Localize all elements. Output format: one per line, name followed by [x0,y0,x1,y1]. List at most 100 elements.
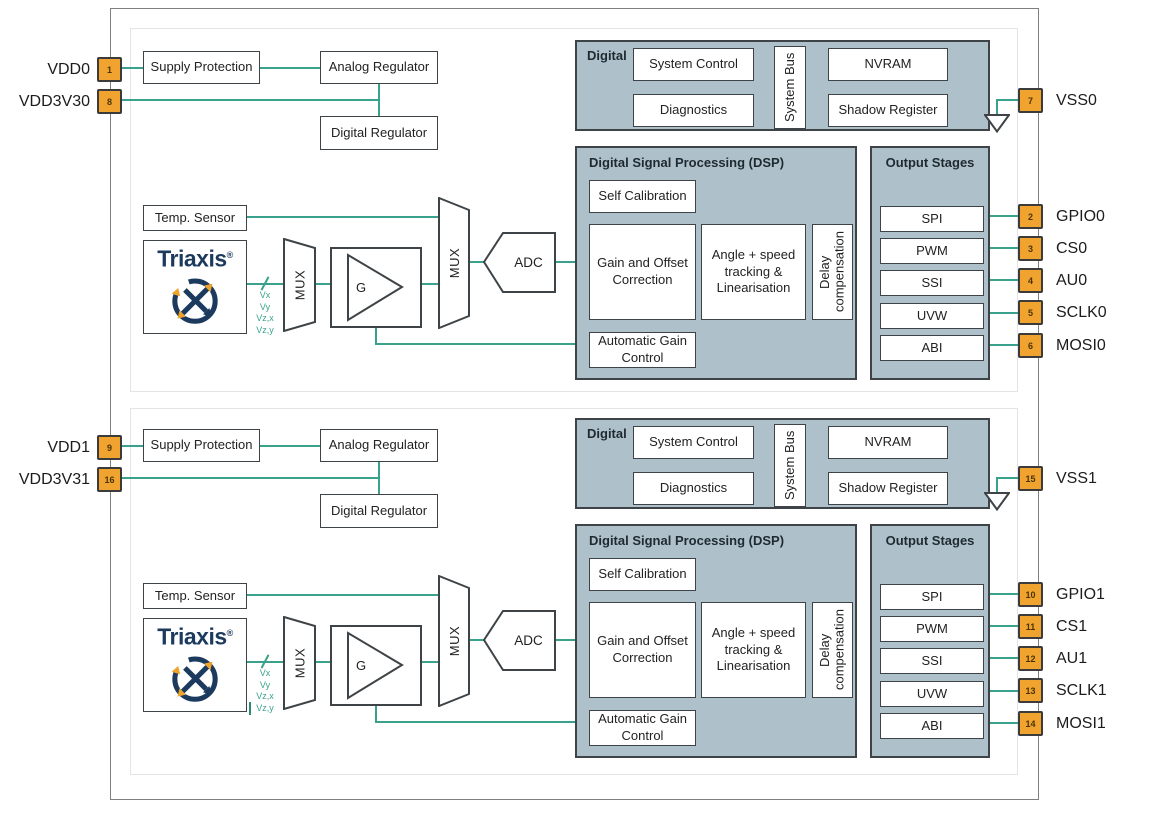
pin-label-cs: CS1 [1056,618,1088,635]
die-boundary [130,408,1018,775]
pin-gpio: 2 [1018,204,1043,229]
triaxis-brand: Triaxis® [157,245,233,272]
pin-sclk: 5 [1018,300,1043,325]
adc-mux: MUX [438,197,470,329]
pin-number: 9 [106,442,112,453]
delay-compensation-box: Delay compensation [812,602,853,698]
digital-block-title: Digital [587,48,627,63]
pin-label-vdd: VDD0 [47,61,90,78]
pin-mosi: 14 [1018,711,1043,736]
wire-supply-to-analog [260,445,320,447]
wire-output-pin [982,722,1018,724]
signal-label: Vz,x [256,691,274,701]
shadow-register-box: Shadow Register [828,472,948,505]
wire-adc-to-dsp [556,261,587,263]
diagnostics-box: Diagnostics [633,472,754,505]
signal-label: Vy [259,301,271,312]
output-stages-block: Output Stages SPI PWM SSI UVW ABI [870,146,990,380]
output-stage-spi: SPI [880,584,984,610]
pin-number: 10 [1025,589,1036,600]
self-calibration-box: Self Calibration [589,558,696,591]
wire-output-pin [982,593,1018,595]
dsp-block-title: Digital Signal Processing (DSP) [589,155,785,170]
wire-vss-drop [996,477,998,494]
output-stage-ssi: SSI [880,270,984,296]
pin-label-vdd3v3: VDD3V30 [18,93,90,110]
angle-speed-tracking-box: Angle + speed tracking & Linearisation [701,224,806,320]
output-stages-block: Output Stages SPI PWM SSI UVW ABI [870,524,990,758]
ground-icon [984,492,1010,511]
supply-protection-box: Supply Protection [143,51,260,84]
gain-offset-correction-box: Gain and Offset Correction [589,224,696,320]
wire-gain-to-mux [422,661,439,663]
signal-label: Vz,y [256,702,274,713]
analog-regulator-box: Analog Regulator [320,51,438,84]
pin-label-vdd: VDD1 [47,439,90,456]
adc-label: ADC [514,255,543,270]
automatic-gain-control-box: Automatic Gain Control [589,332,696,368]
output-stage-uvw: UVW [880,681,984,707]
system-control-box: System Control [633,426,754,459]
signal-label: Vx [259,668,271,678]
wire-gain-to-mux [422,283,439,285]
ground-icon [984,114,1010,133]
nvram-box: NVRAM [828,426,948,459]
wire-output-pin [982,657,1018,659]
output-stage-ssi: SSI [880,648,984,674]
pin-label-vdd3v3: VDD3V31 [18,471,90,488]
digital-regulator-box: Digital Regulator [320,494,438,528]
delay-compensation-box: Delay compensation [812,224,853,320]
nvram-box: NVRAM [828,48,948,81]
digital-block: Digital System Control Diagnostics Syste… [575,418,990,509]
pin-vdd: 1 [97,57,122,82]
output-stage-uvw: UVW [880,303,984,329]
pin-number: 15 [1025,473,1036,484]
pin-number: 6 [1027,340,1033,351]
wire-vss [997,99,1018,101]
pin-label-vss: VSS1 [1056,470,1097,487]
pin-gpio: 10 [1018,582,1043,607]
output-stage-spi: SPI [880,206,984,232]
pin-number: 5 [1027,307,1033,318]
pin-label-gpio: GPIO1 [1056,586,1105,603]
pin-label-au: AU0 [1056,272,1088,289]
pin-au: 12 [1018,646,1043,671]
pin-number: 11 [1025,621,1036,632]
wire-adc-to-dsp [556,639,587,641]
supply-protection-box: Supply Protection [143,429,260,462]
wire-temp-to-mux [247,594,440,596]
input-mux: MUX [283,616,316,710]
triaxis-sensor-box: Triaxis® [143,240,247,334]
pin-number: 4 [1027,275,1033,286]
wire-agc-feedback-vertical [375,706,377,723]
dsp-block: Digital Signal Processing (DSP) Self Cal… [575,524,857,758]
wire-output-pin [982,344,1018,346]
signal-label: Vz,x [256,313,274,323]
pin-au: 4 [1018,268,1043,293]
triaxis-sensor-box: Triaxis® [143,618,247,712]
wire-output-pin [982,279,1018,281]
wire-mux-to-adc [470,261,484,263]
wire-mux-to-gain [316,283,331,285]
dsp-block: Digital Signal Processing (DSP) Self Cal… [575,146,857,380]
wire-agc-feedback-horizontal [375,343,587,345]
pin-number: 16 [104,474,115,485]
gain-amplifier: G [330,625,422,706]
adc-block: ADC [483,610,556,671]
pin-label-sclk: SCLK0 [1056,304,1107,321]
pin-number: 3 [1027,243,1033,254]
wire-vdd-to-supply [122,67,143,69]
triaxis-logo-icon [171,278,218,324]
wire-agc-feedback-vertical [375,328,377,345]
triaxis-logo-icon [171,656,218,702]
signal-label: Vx [259,290,271,300]
dsp-block-title: Digital Signal Processing (DSP) [589,533,785,548]
pin-vdd3v3: 16 [97,467,122,492]
pin-mosi: 6 [1018,333,1043,358]
output-stage-pwm: PWM [880,616,984,642]
pin-vdd: 9 [97,435,122,460]
output-stages-title: Output Stages [885,533,975,548]
pin-label-cs: CS0 [1056,240,1088,257]
pin-number: 13 [1025,685,1036,696]
